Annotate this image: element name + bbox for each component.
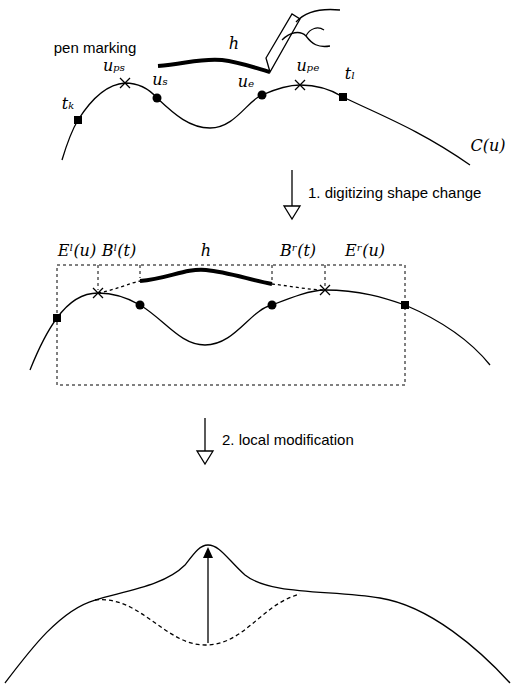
parameter-label: uₚₛ <box>103 57 125 75</box>
parameter-label: uₛ <box>152 71 168 89</box>
segment-label: Bʳ(t) <box>280 242 316 260</box>
pen <box>266 14 300 72</box>
segment-label: h <box>201 242 211 260</box>
cross-markers <box>93 78 330 298</box>
hand <box>282 10 340 47</box>
original-curve <box>95 594 300 645</box>
step-label: 2. local modification <box>222 432 354 449</box>
dashed-region <box>57 265 405 385</box>
curve <box>30 290 490 370</box>
knot-markers <box>53 93 409 322</box>
pen-marking-curve <box>140 270 272 284</box>
parameter-label: uₑ <box>238 73 255 91</box>
step-arrow <box>291 170 292 206</box>
blend-curve <box>98 281 140 293</box>
curve-label: h <box>229 35 239 53</box>
knot-label: tₗ <box>345 65 355 83</box>
point-dots <box>136 91 277 310</box>
arrow-head <box>203 547 213 558</box>
step-arrow <box>204 418 205 451</box>
segment-label: Bˡ(t) <box>102 242 137 260</box>
blend-curve <box>272 284 325 290</box>
pen-marking-curve <box>158 60 270 72</box>
modified-curve <box>5 545 510 683</box>
arrow-head <box>284 206 300 219</box>
arrow-head <box>197 451 213 464</box>
curve-label: C(u) <box>470 137 505 155</box>
segment-label: Eʳ(u) <box>345 242 385 260</box>
annotation: pen marking <box>54 40 137 57</box>
segment-label: Eˡ(u) <box>58 242 96 260</box>
dividers <box>98 265 325 290</box>
parameter-label: uₚₑ <box>297 57 320 75</box>
step-label: 1. digitizing shape change <box>308 185 481 202</box>
displacement-arrow <box>207 556 208 643</box>
knot-label: tₖ <box>62 95 74 113</box>
curve <box>62 83 470 165</box>
